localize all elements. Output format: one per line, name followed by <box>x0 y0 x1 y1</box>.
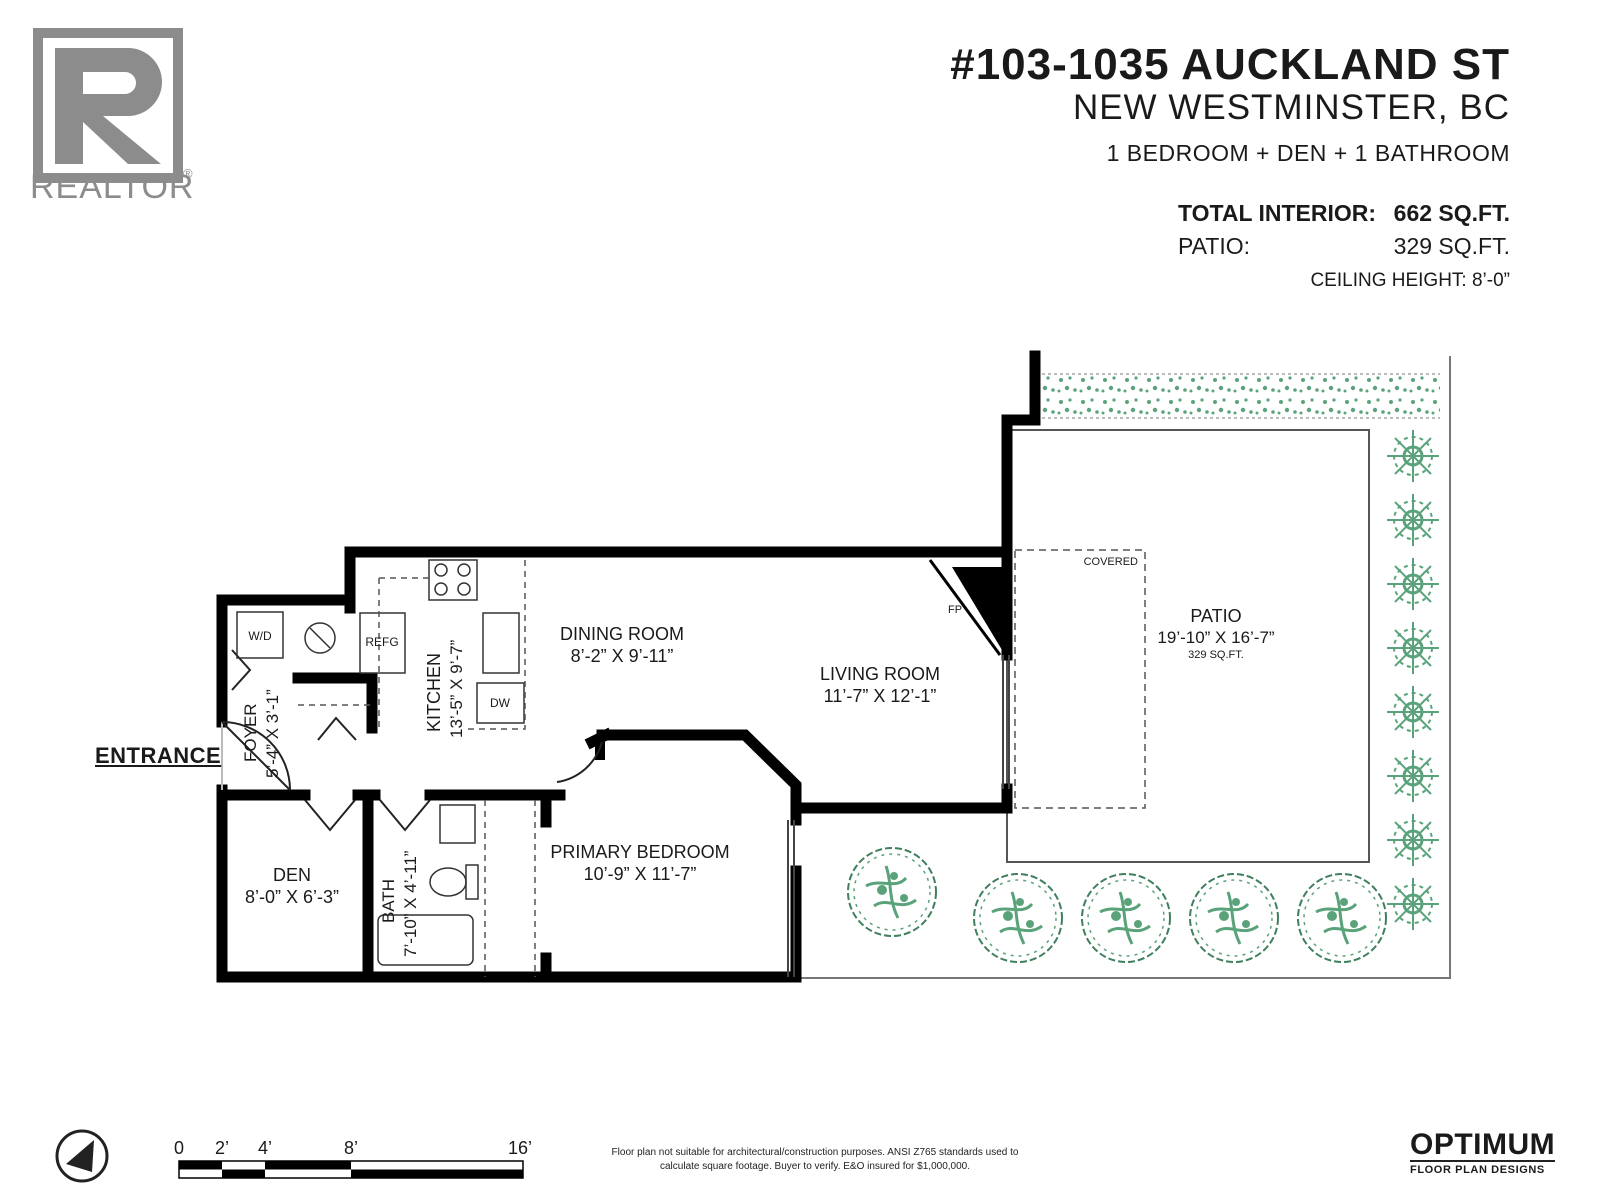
refrigerator-label: REFG <box>365 635 398 649</box>
bedroom-dims: 10’-9” X 11’-7” <box>584 864 697 884</box>
interior-label: TOTAL INTERIOR: <box>1178 200 1377 226</box>
patio-label: PATIO: <box>1178 233 1250 259</box>
living-room-label: LIVING ROOM <box>820 664 940 684</box>
patio-room-area: 329 SQ.FT. <box>1188 649 1244 661</box>
covered-label: COVERED <box>1084 556 1138 568</box>
optimum-logo: OPTIMUM FLOOR PLAN DESIGNS <box>1410 1130 1560 1176</box>
kitchen-label: KITCHEN <box>424 653 444 732</box>
ceiling-height: CEILING HEIGHT: 8’-0” <box>1310 270 1510 291</box>
optimum-sub: FLOOR PLAN DESIGNS <box>1410 1164 1545 1176</box>
bath-dims: 7’-10” X 4’-11” <box>401 850 420 957</box>
scale-bar: 0 2’ 4’ 8’ 16’ <box>174 1138 532 1179</box>
living-room-dims: 11’-7” X 12’-1” <box>824 686 937 706</box>
patio-room-label: PATIO <box>1190 606 1241 626</box>
scale-tick-0: 0 <box>174 1138 184 1158</box>
washer-dryer-label: W/D <box>248 629 272 643</box>
city-subtitle: NEW WESTMINSTER, BC <box>1072 88 1510 127</box>
disclaimer-line-1: Floor plan not suitable for architectura… <box>611 1147 1019 1158</box>
patio-room-dims: 19’-10” X 16’-7” <box>1157 628 1275 647</box>
room-summary: 1 BEDROOM + DEN + 1 BATHROOM <box>1106 140 1510 166</box>
fireplace-label: FP <box>948 604 962 616</box>
scale-tick-16: 16’ <box>508 1138 532 1158</box>
scale-tick-4: 4’ <box>258 1138 272 1158</box>
interior-value: 662 SQ.FT. <box>1393 200 1510 226</box>
dining-room-dims: 8’-2” X 9’-11” <box>571 646 674 666</box>
foyer-dims: 5’-4” X 3’-1” <box>263 689 282 778</box>
foyer-label: FOYER <box>241 703 260 762</box>
realtor-wordmark: REALTOR <box>30 168 195 206</box>
disclaimer-line-2: calculate square footage. Buyer to verif… <box>660 1161 970 1172</box>
entrance-label: ENTRANCE <box>95 743 222 768</box>
kitchen-dims: 13’-5” X 9’-7” <box>447 639 466 738</box>
bedroom-label: PRIMARY BEDROOM <box>550 842 729 862</box>
registered-mark: ® <box>183 166 193 181</box>
patio-value: 329 SQ.FT. <box>1393 233 1510 259</box>
scale-tick-8: 8’ <box>344 1138 358 1158</box>
den-label: DEN <box>273 865 311 885</box>
scale-tick-2: 2’ <box>215 1138 229 1158</box>
address-title: #103-1035 AUCKLAND ST <box>950 40 1510 89</box>
realtor-r-icon <box>33 28 183 183</box>
north-arrow-icon <box>55 1129 109 1183</box>
bath-label: BATH <box>379 879 398 923</box>
optimum-name: OPTIMUM <box>1410 1128 1556 1162</box>
dining-room-label: DINING ROOM <box>560 624 684 644</box>
den-dims: 8’-0” X 6’-3” <box>245 887 339 907</box>
disclaimer: Floor plan not suitable for architectura… <box>595 1146 1035 1174</box>
dishwasher-label: DW <box>490 696 511 710</box>
